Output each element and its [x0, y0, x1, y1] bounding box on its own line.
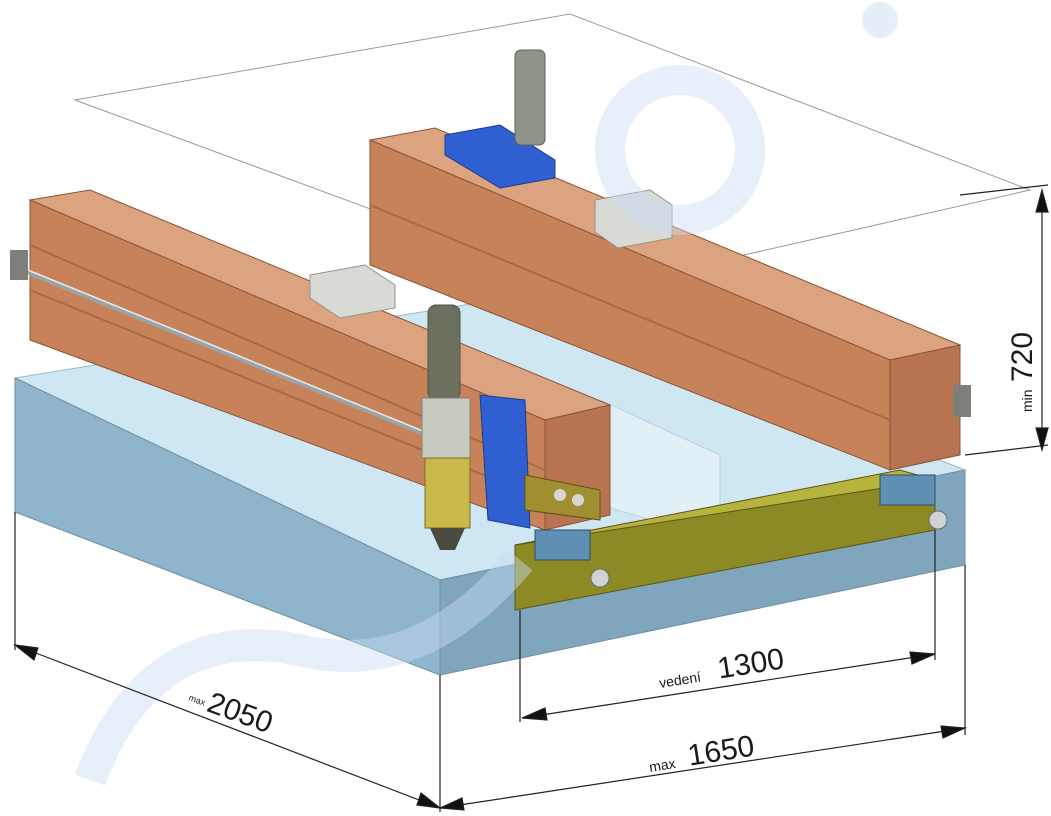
height-extension-top — [959, 184, 1049, 196]
width-dimension-line — [439, 727, 966, 809]
dim-width-prefix: max — [648, 755, 677, 775]
dimension-lines — [12, 184, 1049, 812]
left-beam-end-bracket — [10, 250, 28, 280]
right-beam-end — [889, 344, 961, 471]
watermark-circle — [595, 65, 765, 235]
right-top-motor — [514, 49, 546, 146]
height-arrow-bottom — [1035, 427, 1049, 453]
height-arrow-top — [1035, 187, 1049, 213]
rail-block — [534, 529, 591, 561]
left-ball-screw-highlight — [17, 265, 441, 439]
depth-arrow-right — [416, 791, 443, 809]
spindle-head — [424, 457, 471, 529]
carriage-bolt — [572, 494, 584, 506]
right-gantry-beam — [368, 49, 971, 471]
width-arrow-left — [437, 797, 465, 811]
width-arrow-right — [940, 725, 968, 739]
dim-width-label: max 1650 — [648, 730, 757, 775]
front-linear-rail — [514, 469, 948, 611]
spindle-motor — [427, 304, 461, 401]
dim-height-prefix: min — [1019, 389, 1035, 412]
dim-width-value: 1650 — [685, 730, 756, 773]
left-beam-motor-box — [309, 264, 396, 319]
left-ball-screw — [17, 265, 441, 443]
spindle-assembly — [421, 304, 601, 550]
rail-block — [879, 474, 936, 506]
dim-guide-prefix: vedení — [658, 669, 702, 691]
rail-bolt — [590, 568, 610, 588]
watermark-stroke — [75, 549, 533, 786]
dim-depth-label: max 2050 — [187, 686, 277, 740]
dim-height-value: 720 — [1006, 332, 1039, 382]
guide-arrow-right — [909, 651, 936, 665]
height-extension-bottom — [964, 444, 1049, 456]
right-top-carriage — [444, 124, 556, 189]
spindle-collet — [430, 528, 465, 550]
right-beam-groove — [369, 204, 891, 421]
guide-dimension-line — [521, 653, 936, 719]
right-beam-motor-box — [594, 189, 673, 249]
right-beam-end-bracket — [953, 385, 971, 417]
watermark-dot — [862, 2, 898, 38]
depth-arrow-left — [12, 644, 39, 662]
spindle-housing — [421, 397, 471, 459]
rail-bolt — [928, 510, 948, 530]
watermark — [75, 2, 898, 786]
carriage-bolt — [554, 489, 566, 501]
guide-arrow-left — [521, 707, 548, 721]
left-gantry-beam — [10, 189, 612, 531]
depth-dimension-line — [14, 644, 441, 809]
dim-height-label: min 720 — [1006, 332, 1039, 412]
dim-depth-prefix: max — [187, 692, 207, 707]
z-carriage-plate — [479, 394, 531, 529]
